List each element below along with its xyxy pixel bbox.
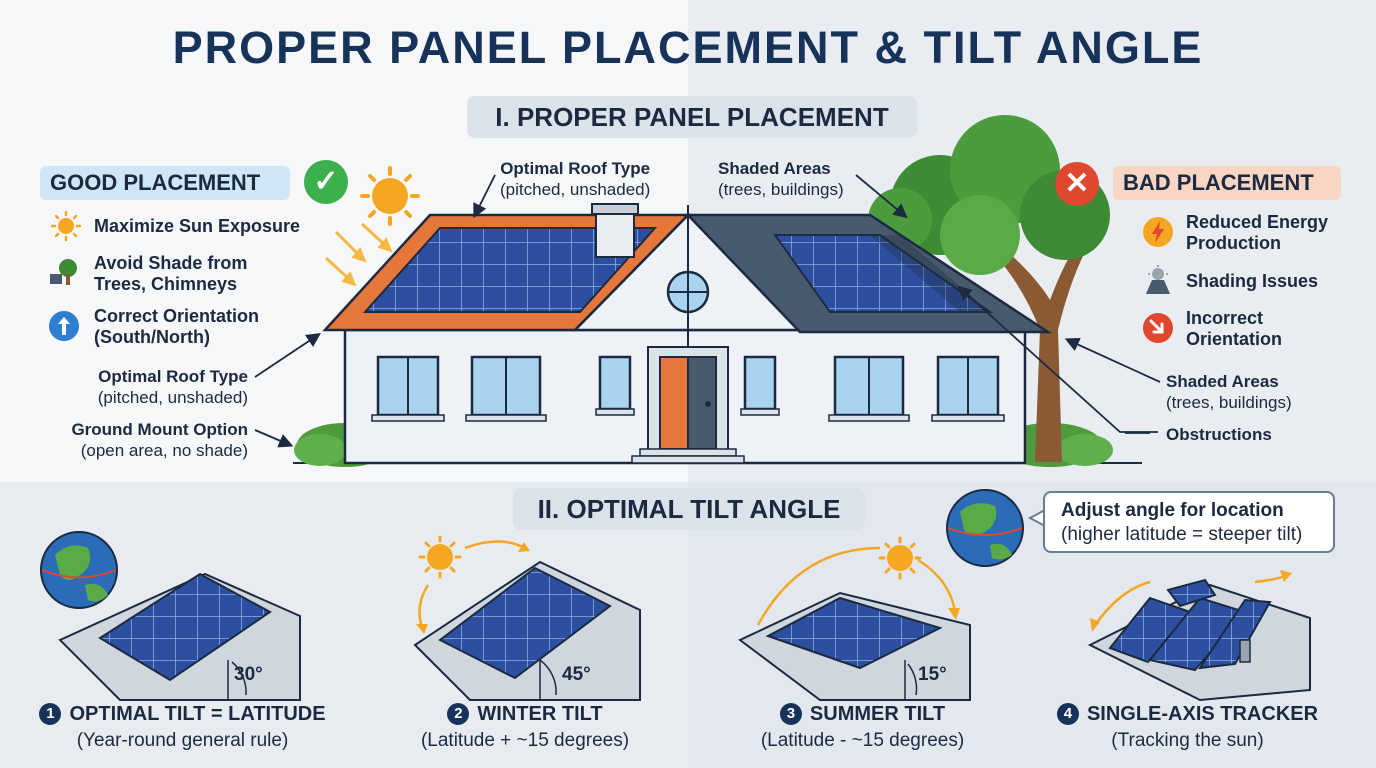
bad-item-orientation: Incorrect Orientation <box>1186 308 1283 349</box>
tilt-2-illustration <box>413 535 641 701</box>
bad-item-shading: Shading Issues <box>1186 271 1319 291</box>
solar-panel-good <box>362 227 658 313</box>
tilt-1-illustration <box>58 572 301 701</box>
good-placement-badge: GOOD PLACEMENT <box>40 166 290 200</box>
tilt-3-illustration <box>738 536 971 701</box>
good-item-sun: Maximize Sun Exposure <box>94 216 301 236</box>
bad-item-energy: Reduced Energy Production <box>1186 212 1329 253</box>
page-title: PROPER PANEL PLACEMENT & TILT ANGLE <box>172 22 1204 73</box>
bad-placement-badge: BAD PLACEMENT <box>1113 166 1341 200</box>
angle-label-1: 30° <box>234 664 263 685</box>
callout-roof-top: Optimal Roof Type (pitched, unshaded) <box>500 159 651 199</box>
callout-shade-top: Shaded Areas (trees, buildings) <box>718 159 844 199</box>
sun-icon <box>878 536 922 580</box>
section-heading-tilt: II. OPTIMAL TILT ANGLE <box>513 488 865 530</box>
callout-roof-left: Optimal Roof Type (pitched, unshaded) <box>97 367 248 407</box>
good-item-orientation: Correct Orientation (South/North) <box>94 306 260 347</box>
tilt-4-illustration <box>1087 570 1311 702</box>
location-note: Adjust angle for location (higher latitu… <box>1043 491 1335 553</box>
tree-icon <box>868 115 1110 462</box>
good-item-shade: Avoid Shade from Trees, Chimneys <box>94 253 248 294</box>
arrow-up-icon <box>49 311 79 341</box>
callout-obstructions: Obstructions <box>1166 425 1272 444</box>
lightning-icon <box>1143 217 1173 247</box>
sun-icon <box>418 535 462 579</box>
globe-icon <box>946 489 1024 567</box>
check-icon: ✓ <box>304 160 348 204</box>
sun-icon <box>50 210 82 242</box>
angle-label-2: 45° <box>562 664 591 685</box>
globe-icon <box>40 531 118 609</box>
solar-panel-bad <box>773 234 994 313</box>
angle-label-3: 15° <box>918 664 947 685</box>
callout-ground-mount: Ground Mount Option (open area, no shade… <box>71 420 248 460</box>
arrow-down-right-icon <box>1143 313 1173 343</box>
section-heading-placement: I. PROPER PANEL PLACEMENT <box>467 96 917 138</box>
callout-shade-right: Shaded Areas (trees, buildings) <box>1166 372 1292 412</box>
shading-icon <box>1146 265 1170 294</box>
tree-icon <box>50 259 77 285</box>
close-icon: ✕ <box>1055 162 1099 206</box>
sun-icon <box>360 166 420 226</box>
